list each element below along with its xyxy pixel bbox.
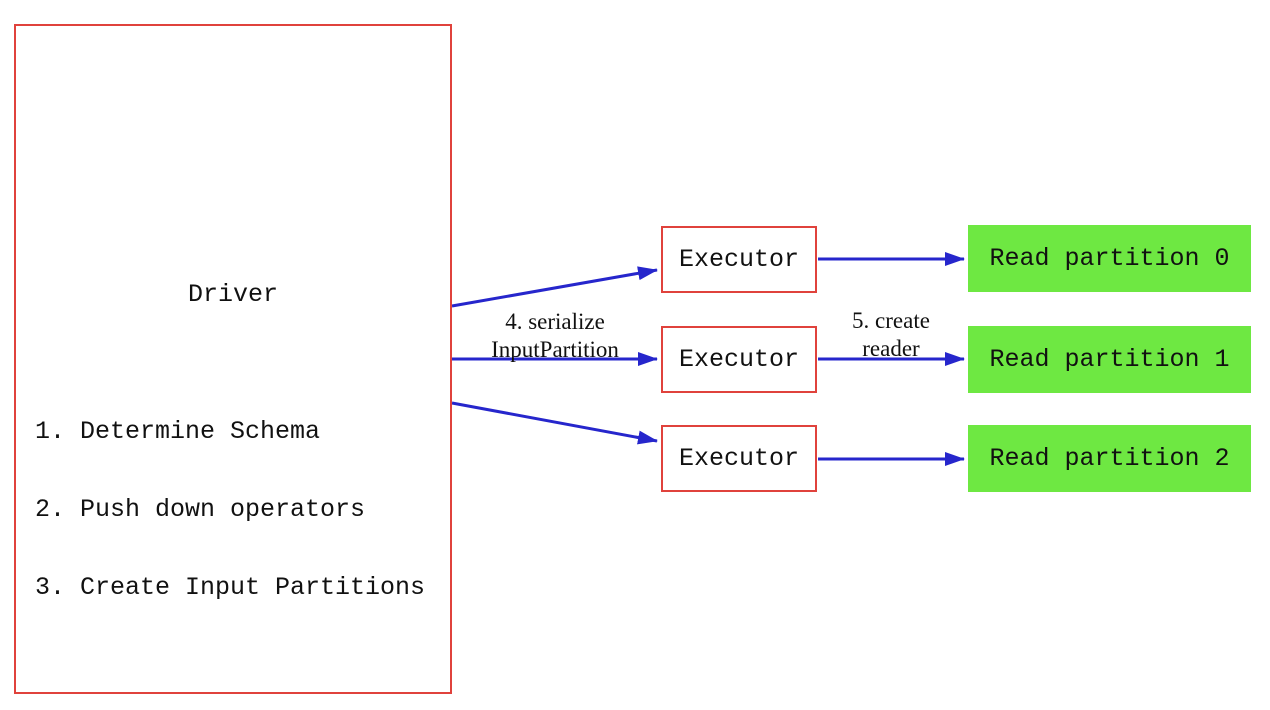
executor-box-1: Executor: [661, 226, 817, 293]
read-partition-box-0: Read partition 0: [968, 225, 1251, 292]
executor-label: Executor: [678, 245, 800, 274]
read-partition-label: Read partition 1: [989, 345, 1230, 374]
read-partition-label: Read partition 2: [989, 444, 1230, 473]
read-partition-box-2: Read partition 2: [968, 425, 1251, 492]
executor-label: Executor: [678, 345, 800, 374]
driver-box: Driver 1. Determine Schema 2. Push down …: [14, 24, 452, 694]
read-partition-label: Read partition 0: [989, 244, 1230, 273]
arrow-driver-to-executor-1: [451, 266, 658, 308]
driver-step-2: 2. Push down operators: [35, 495, 366, 524]
edge-label-line: InputPartition: [491, 337, 619, 362]
edge-label-line: 5. create: [852, 308, 930, 333]
executor-label: Executor: [678, 444, 800, 473]
driver-title: Driver: [187, 280, 278, 309]
edge-label-line: 4. serialize: [505, 309, 605, 334]
edge-label-create-reader: 5. create reader: [852, 307, 930, 363]
driver-step-3: 3. Create Input Partitions: [35, 573, 426, 602]
driver-steps-list: 1. Determine Schema 2. Push down operato…: [35, 367, 425, 653]
executor-box-3: Executor: [661, 425, 817, 492]
edge-label-serialize-inputpartition: 4. serialize InputPartition: [491, 308, 619, 364]
executor-box-2: Executor: [661, 326, 817, 393]
arrow-driver-to-executor-3: [451, 401, 658, 445]
edge-label-line: reader: [862, 336, 920, 361]
driver-step-1: 1. Determine Schema: [35, 417, 321, 446]
read-partition-box-1: Read partition 1: [968, 326, 1251, 393]
